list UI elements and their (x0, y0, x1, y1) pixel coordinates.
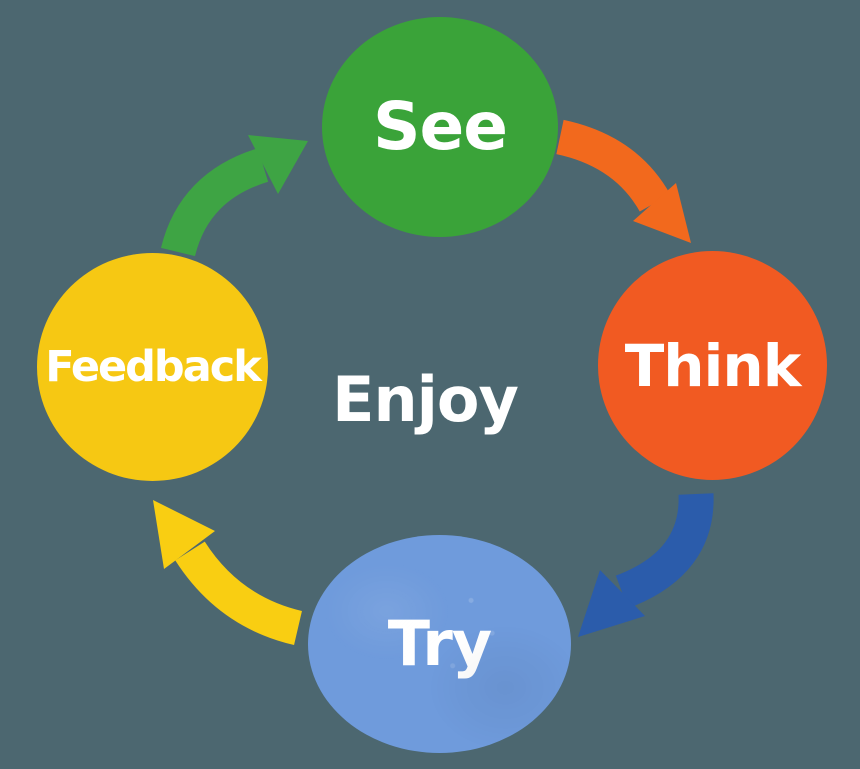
node-see-label: See (372, 88, 508, 165)
arrow-think-to-try-icon (578, 493, 714, 637)
node-see: See (322, 17, 558, 237)
arrow-try-to-feedback-icon (153, 500, 303, 646)
node-try-label: Try (387, 607, 492, 680)
node-think: Think (598, 251, 827, 480)
arrow-feedback-to-see-icon (160, 135, 308, 257)
node-think-label: Think (624, 331, 802, 400)
node-feedback: Feedback (37, 253, 268, 481)
node-feedback-label: Feedback (45, 341, 262, 392)
center-label: Enjoy (332, 362, 519, 436)
node-try: Try (308, 535, 571, 753)
arrow-see-to-think-icon (556, 119, 691, 243)
